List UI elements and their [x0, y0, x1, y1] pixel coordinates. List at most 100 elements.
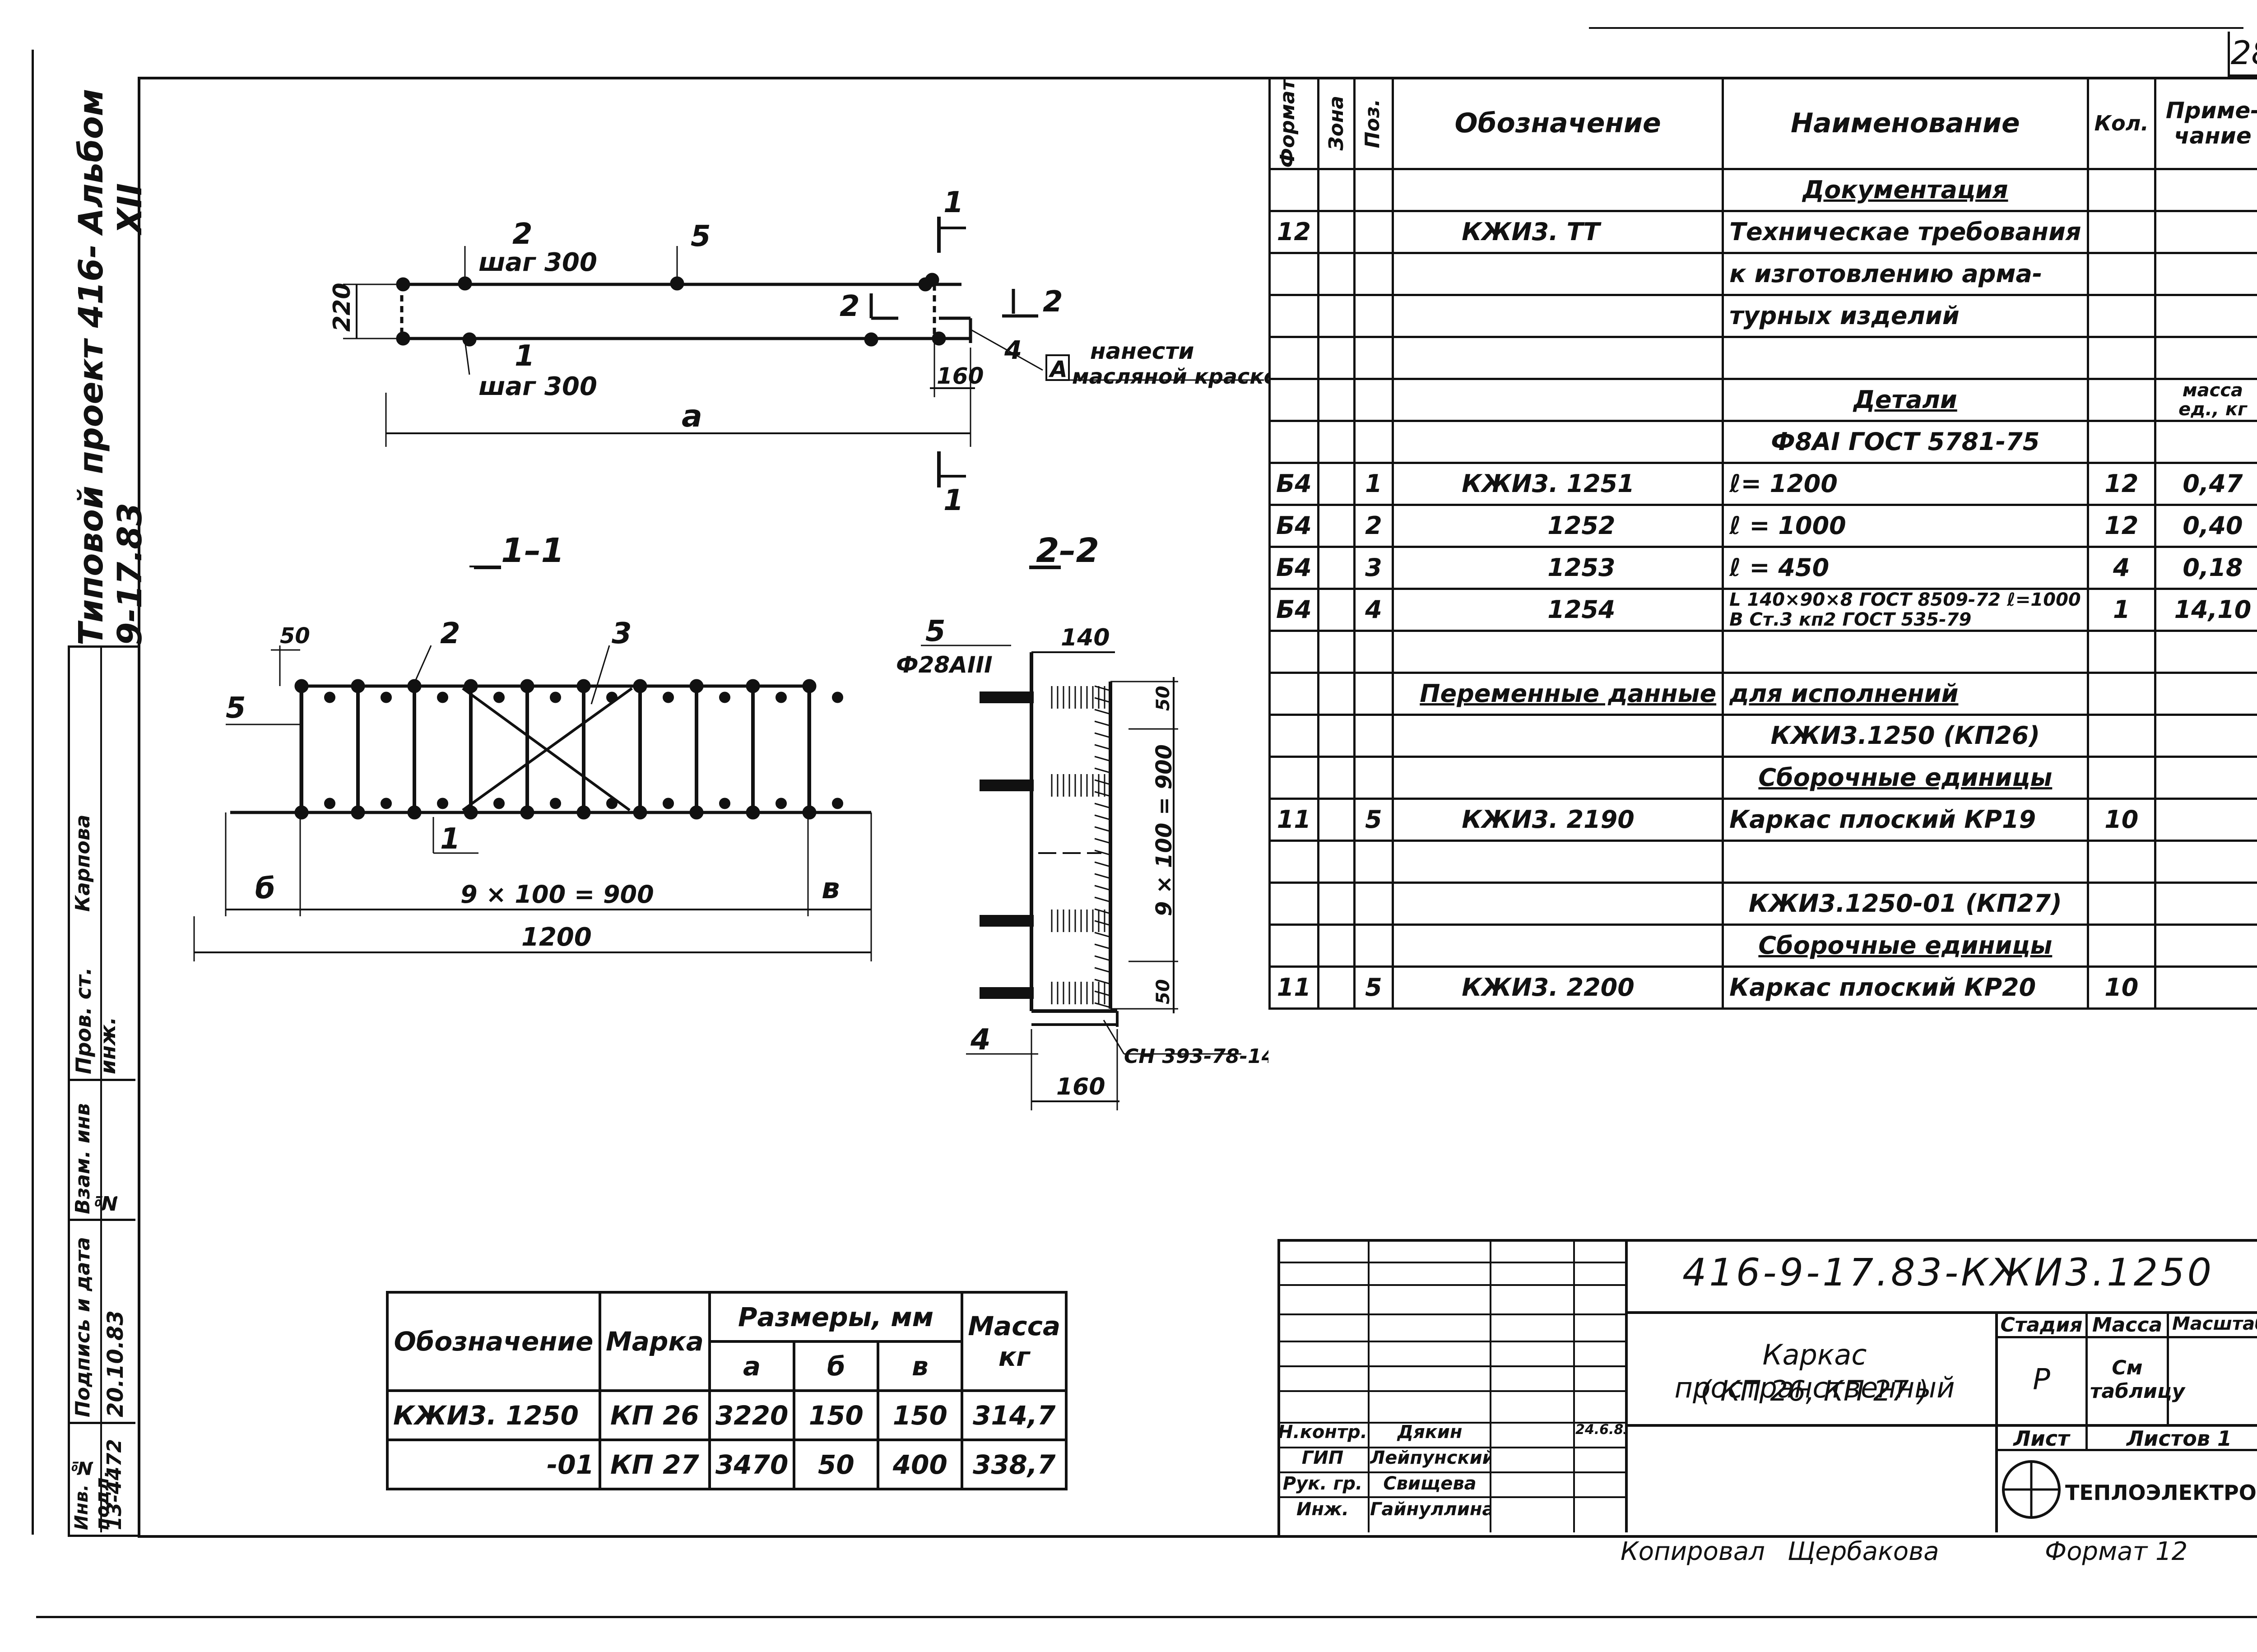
rebar-dot [832, 691, 843, 703]
spec-h-name: Наименование [1722, 77, 2089, 170]
spec-designation [1392, 839, 1724, 884]
title-div-v3 [2167, 1311, 2169, 1424]
spec-note [2154, 293, 2257, 338]
rebar-dot [802, 679, 817, 693]
rebar-dot [633, 679, 647, 693]
weld-hatch [1094, 756, 1111, 762]
spec-row: КЖИ3.1250 (КП26) [1268, 713, 2257, 758]
rebar-dot [633, 805, 647, 820]
weld-hatch [1094, 779, 1111, 785]
weld-hatch [1094, 967, 1111, 973]
rebar-dot [719, 691, 730, 703]
spec-name: для исполнений [1722, 671, 2089, 716]
plan-pos5: 5 [691, 220, 711, 253]
title-div-v1 [1995, 1311, 1998, 1532]
plan-note2: масляной краской [1072, 364, 1268, 389]
weld-hatch [1094, 838, 1111, 844]
spec-zone [1317, 335, 1356, 380]
title-mass-h: Масса [2092, 1313, 2163, 1336]
spec-zone [1317, 587, 1356, 632]
weld-hatch [1094, 849, 1111, 856]
spec-qty [2086, 923, 2156, 968]
spec-zone [1317, 209, 1356, 254]
s11-dim-mid: 9 × 100 = 900 [460, 880, 654, 909]
spec-name: ℓ= 1200 [1722, 461, 2089, 506]
rebar-dot [864, 332, 878, 347]
spec-format [1268, 713, 1319, 758]
rebar-dot [493, 798, 505, 809]
title-stage: Р [2033, 1363, 2050, 1397]
drawings: 2 шаг 300 5 220 1 шаг 300 160 a 1 1 2 2 … [193, 186, 1268, 1110]
spec-qty: 10 [2086, 797, 2156, 842]
spec-row [1268, 629, 2257, 674]
rebar-dot [464, 805, 478, 820]
rebar-dot [324, 798, 335, 809]
spec-qty [2086, 755, 2156, 800]
rebar-dot [407, 805, 422, 820]
spec-qty: 12 [2086, 503, 2156, 548]
spec-format [1268, 881, 1319, 926]
s11-dim50: 50 [280, 623, 310, 649]
spec-pos [1353, 923, 1394, 968]
spec-pos [1353, 209, 1394, 254]
format-label: Формат 12 [2045, 1537, 2188, 1566]
s11-p2: 2 [440, 617, 460, 650]
top-rule [1589, 27, 2243, 29]
spec-name: КЖИ3.1250 (КП26) [1722, 713, 2089, 758]
weld-hatch [1094, 920, 1111, 926]
rebar-dot [458, 276, 472, 291]
spec-pos: 3 [1353, 545, 1394, 590]
dims-designation: -01 [386, 1439, 601, 1490]
spec-pos: 4 [1353, 587, 1394, 632]
rebar-dot [606, 691, 618, 703]
spec-format: 11 [1268, 965, 1319, 1010]
rebar-dot [746, 805, 760, 820]
spec-pos [1353, 293, 1394, 338]
spec-format [1268, 671, 1319, 716]
spec-name: Детали [1722, 377, 2089, 422]
title-div-v2 [2085, 1311, 2088, 1451]
spec-note [2154, 167, 2257, 212]
spec-qty [2086, 419, 2156, 464]
rebar-dot [606, 798, 618, 809]
spec-name: Сборочные единицы [1722, 923, 2089, 968]
title-grid [1277, 1239, 1628, 1532]
title-person-row: Инж.Гайнуллина [1277, 1499, 1625, 1524]
dims-mass: 338,7 [961, 1439, 1068, 1490]
spec-format [1268, 755, 1319, 800]
dims-b: 150 [793, 1389, 880, 1441]
spec-designation [1392, 713, 1724, 758]
weld-hatch [1094, 803, 1111, 809]
spec-zone [1317, 545, 1356, 590]
weld-hatch [1094, 908, 1111, 914]
spec-note [2154, 965, 2257, 1010]
spec-zone [1317, 251, 1356, 296]
spec-designation: КЖИ3. 1251 [1392, 461, 1724, 506]
weld-hatch [1094, 896, 1111, 903]
plan-cut1-top: 1 [943, 186, 964, 219]
spec-note [2154, 209, 2257, 254]
spec-qty [2086, 671, 2156, 716]
spec-h-format: Формат [1268, 77, 1319, 170]
rebar-dot [802, 805, 817, 820]
dims-row: -01 КП 27 3470 50 400 338,7 [386, 1439, 1068, 1490]
rebar-dot [324, 691, 335, 703]
spec-qty [2086, 839, 2156, 884]
rebar-dot [520, 679, 534, 693]
spec-qty: 4 [2086, 545, 2156, 590]
title-mass: См таблицу [2090, 1356, 2185, 1403]
spec-format: Б4 [1268, 461, 1319, 506]
spec-qty [2086, 251, 2156, 296]
spec-pos: 1 [1353, 461, 1394, 506]
rebar-dot [746, 679, 760, 693]
rebar-dot [396, 331, 410, 346]
title-block [1277, 1239, 2257, 1535]
rebar-dot [670, 276, 684, 291]
spec-zone [1317, 923, 1356, 968]
plan-cut2-left: 2 [840, 290, 860, 323]
spec-row: Документация [1268, 167, 2257, 212]
generated-rebars [294, 273, 1111, 1008]
